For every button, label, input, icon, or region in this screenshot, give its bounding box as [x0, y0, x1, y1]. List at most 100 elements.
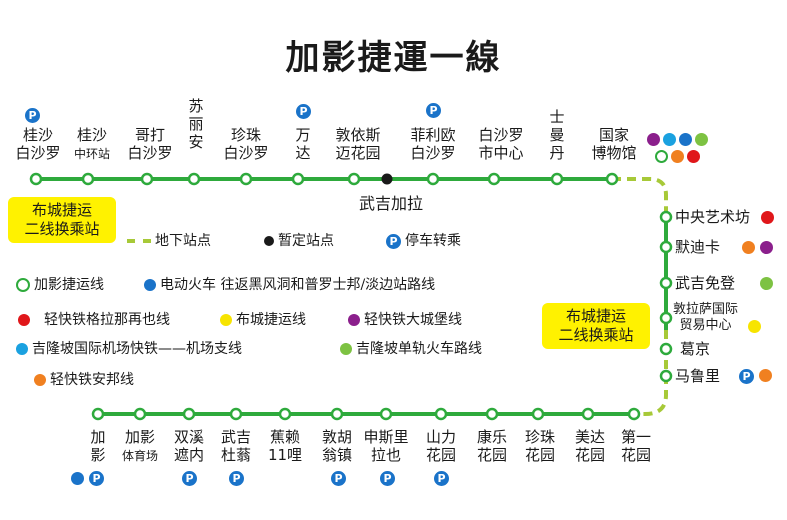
station-marker [291, 172, 305, 186]
station-label[interactable]: 美达 花园 [574, 428, 606, 464]
monorail-dot-icon [340, 343, 352, 355]
station-marker [140, 172, 154, 186]
ring-icon [16, 278, 30, 292]
station-label[interactable]: 敦胡 翁镇 [321, 428, 353, 464]
klia-line-dot [663, 133, 676, 146]
parking-icon: P [739, 369, 754, 384]
parking-icon: P [386, 233, 401, 249]
legend-klia: 吉隆坡国际机场快铁——机场支线 [16, 340, 242, 358]
station-label[interactable]: 士 曼 丹 [549, 108, 565, 162]
sri-petaling-line-dot [671, 150, 684, 163]
ampang-line-dot [761, 211, 774, 224]
shah-alam-line-dot [760, 241, 773, 254]
station-label[interactable]: 第一 花园 [620, 428, 652, 464]
ampang-line-dot [687, 150, 700, 163]
station-label[interactable]: 山力 花园 [425, 428, 457, 464]
station-label[interactable]: 武吉免登 [675, 274, 736, 292]
legend-sbk: 加影捷运线 [16, 276, 104, 294]
right-station-markers [659, 210, 673, 383]
station-label[interactable]: 白沙罗 市中心 [478, 126, 524, 162]
sri-petaling-line-dot [742, 241, 755, 254]
interchange-box-left: 布城捷运 二线换乘站 [8, 197, 116, 243]
parking-icon: P [331, 471, 346, 486]
station-marker [426, 172, 440, 186]
monorail-line-dot [695, 133, 708, 146]
legend-ampang: 轻快铁格拉那再也线 [18, 311, 170, 329]
klia-dot-icon [16, 343, 28, 355]
station-label-small: 体育场 [121, 449, 159, 463]
dashed-line-icon [127, 239, 151, 243]
station-label[interactable]: 马鲁里 [675, 367, 721, 385]
parking-icon: P [182, 471, 197, 486]
station-marker [487, 172, 501, 186]
tentative-station-marker [381, 173, 393, 185]
map-title: 加影捷運一線 [285, 38, 502, 78]
station-label[interactable]: 双溪 遮内 [173, 428, 205, 464]
station-marker [347, 172, 361, 186]
station-label[interactable]: 康乐 花园 [476, 428, 508, 464]
station-label[interactable]: 蕉赖 11哩 [267, 428, 303, 464]
parking-icon: P [229, 471, 244, 486]
station-label[interactable]: 默迪卡 [675, 238, 721, 256]
station-marker [605, 172, 619, 186]
station-marker [550, 172, 564, 186]
station-label[interactable]: 武吉 杜蓊 [220, 428, 252, 464]
station-label-line: 桂沙 [76, 126, 108, 144]
underground-top-segment [612, 177, 668, 215]
legend-shah-alam: 轻快铁大城堡线 [348, 311, 462, 329]
legend-sri-petaling: 轻快铁安邦线 [34, 371, 134, 389]
station-marker [187, 172, 201, 186]
station-label[interactable]: 敦依斯 迈花园 [335, 126, 381, 162]
tentative-station-label[interactable]: 武吉加拉 [358, 194, 424, 213]
kelana-dot-icon [220, 314, 232, 326]
legend-kelana: 布城捷运线 [220, 311, 306, 329]
parking-icon: P [25, 108, 40, 123]
sri-petaling-dot-icon [34, 374, 46, 386]
station-label[interactable]: 菲利欧 白沙罗 [410, 126, 456, 162]
monorail-line-dot [760, 277, 773, 290]
station-label[interactable]: 桂沙 白沙罗 [15, 126, 61, 162]
parking-icon: P [380, 471, 395, 486]
station-label[interactable]: 加 影 [90, 428, 106, 464]
sbk-line-dot [655, 150, 668, 163]
kelana-line-dot [748, 320, 761, 333]
interchange-box-right: 布城捷运 二线换乘站 [542, 303, 650, 349]
station-marker [239, 172, 253, 186]
parking-icon: P [89, 471, 104, 486]
station-label-small: 中环站 [73, 147, 111, 161]
shah-alam-line-dot [647, 133, 660, 146]
station-label[interactable]: 敦拉萨国际 贸易中心 [673, 302, 739, 333]
station-label[interactable]: 哥打 白沙罗 [127, 126, 173, 162]
legend-underground: 地下站点 [127, 232, 211, 250]
bottom-station-markers [91, 407, 641, 421]
legend-monorail: 吉隆坡单轨火车路线 [340, 340, 482, 358]
ktm-dot-icon [144, 279, 156, 291]
black-dot-icon [264, 236, 274, 246]
ktm-line-dot [679, 133, 692, 146]
station-marker [29, 172, 43, 186]
station-label[interactable]: 桂沙中环站 [74, 126, 110, 163]
legend-tentative: 暂定站点 [264, 232, 334, 250]
station-label[interactable]: 珍珠 花园 [524, 428, 556, 464]
station-label[interactable]: 葛京 [680, 340, 711, 358]
legend-ktm: 电动火车 往返黑风洞和普罗士邦/淡边站路线 [144, 276, 435, 294]
station-marker [81, 172, 95, 186]
parking-icon: P [426, 103, 441, 118]
parking-icon: P [434, 471, 449, 486]
station-label[interactable]: 苏 丽 安 [188, 97, 204, 151]
station-label[interactable]: 国家 博物馆 [591, 126, 637, 162]
station-label[interactable]: 加影体育场 [122, 428, 158, 465]
station-label[interactable]: 珍珠 白沙罗 [223, 126, 269, 162]
top-station-markers [29, 172, 619, 186]
station-label[interactable]: 万 达 [295, 126, 311, 162]
station-label-line: 加影 [124, 428, 156, 446]
sri-petaling-line-dot [759, 369, 772, 382]
ampang-dot-icon [18, 314, 30, 326]
shah-alam-dot-icon [348, 314, 360, 326]
station-label[interactable]: 申斯里 拉也 [363, 428, 409, 464]
ktm-line-dot [71, 472, 84, 485]
station-label[interactable]: 中央艺术坊 [675, 208, 751, 226]
underground-bottom-segment [634, 330, 668, 416]
